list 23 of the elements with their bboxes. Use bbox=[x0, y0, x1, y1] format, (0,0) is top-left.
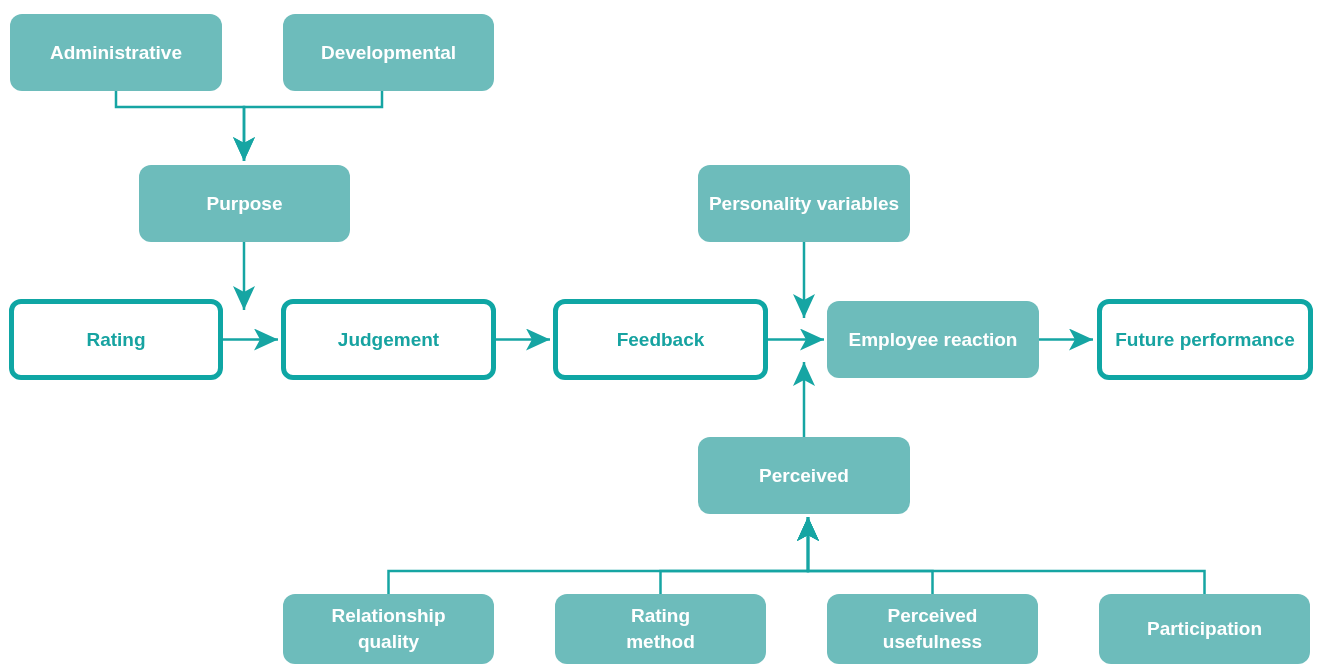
process-box: Developmental bbox=[283, 14, 494, 91]
arrow bbox=[233, 91, 384, 161]
arrow bbox=[233, 242, 255, 310]
arrow bbox=[496, 328, 550, 351]
process-box: Perceived bbox=[698, 437, 910, 514]
outlined-box: Judgement bbox=[281, 299, 496, 380]
arrow bbox=[793, 362, 815, 437]
process-box: Rating method bbox=[555, 594, 766, 664]
process-box: Employee reaction bbox=[827, 301, 1039, 378]
outlined-box: Rating bbox=[9, 299, 223, 380]
arrow bbox=[793, 242, 815, 318]
process-box: Administrative bbox=[10, 14, 222, 91]
arrow bbox=[768, 328, 824, 351]
process-box: Perceived usefulness bbox=[827, 594, 1038, 664]
process-box: Personality variables bbox=[698, 165, 910, 242]
outlined-box: Feedback bbox=[553, 299, 768, 380]
process-box: Participation bbox=[1099, 594, 1310, 664]
process-box: Relationship quality bbox=[283, 594, 494, 664]
process-box: Purpose bbox=[139, 165, 350, 242]
arrow bbox=[223, 328, 278, 351]
arrow bbox=[797, 517, 1206, 594]
arrow bbox=[1039, 328, 1093, 351]
outlined-box: Future performance bbox=[1097, 299, 1313, 380]
